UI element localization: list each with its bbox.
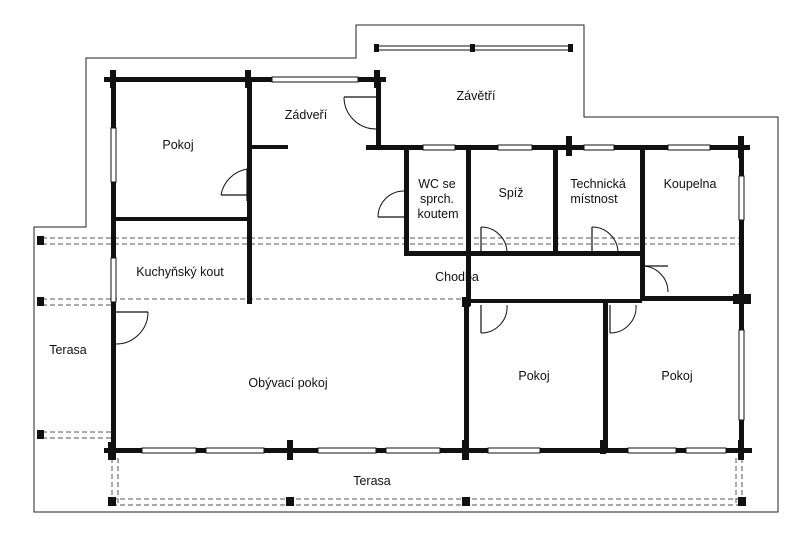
label-obyvaci-pokoj: Obývací pokoj <box>248 376 327 390</box>
label-wc-line1: WC se <box>418 177 456 191</box>
label-terasa-west: Terasa <box>49 343 87 357</box>
label-terasa-south: Terasa <box>353 474 391 488</box>
terrace-door[interactable] <box>115 311 149 345</box>
label-spiz: Spíž <box>498 186 523 200</box>
terrace-dashed-lines <box>42 237 745 506</box>
label-pokoj-mid: Pokoj <box>518 369 549 383</box>
pokoj-door[interactable] <box>220 168 248 201</box>
site-outline <box>33 24 779 513</box>
label-kuchynsky-kout: Kuchyňský kout <box>136 265 224 279</box>
entrance-door[interactable] <box>343 96 377 130</box>
terrace-posts <box>37 236 746 506</box>
label-koupelna: Koupelna <box>664 177 717 191</box>
pokoj-east-door[interactable] <box>609 304 637 334</box>
porch-rail <box>374 44 573 52</box>
pokoj-mid-door[interactable] <box>480 304 508 334</box>
label-tech-line2: místnost <box>570 192 618 206</box>
label-zadveri: Zádveří <box>285 108 328 122</box>
label-pokoj-east: Pokoj <box>661 369 692 383</box>
label-wc-line3: koutem <box>418 207 459 221</box>
label-tech-line1: Technická <box>570 177 626 191</box>
koupelna-door[interactable] <box>641 265 669 293</box>
label-chodba: Chodba <box>435 270 479 284</box>
technical-door[interactable] <box>591 226 619 254</box>
label-pokoj-nw: Pokoj <box>162 138 193 152</box>
label-zavetri: Závětří <box>457 89 496 103</box>
spiz-door[interactable] <box>480 226 508 254</box>
wc-door[interactable] <box>377 190 405 218</box>
label-wc-line2: sprch. <box>420 192 454 206</box>
room-labels: Závětří Zádveří Pokoj WC se sprch. koute… <box>49 89 716 488</box>
doors[interactable] <box>115 96 669 345</box>
windows <box>110 76 745 454</box>
